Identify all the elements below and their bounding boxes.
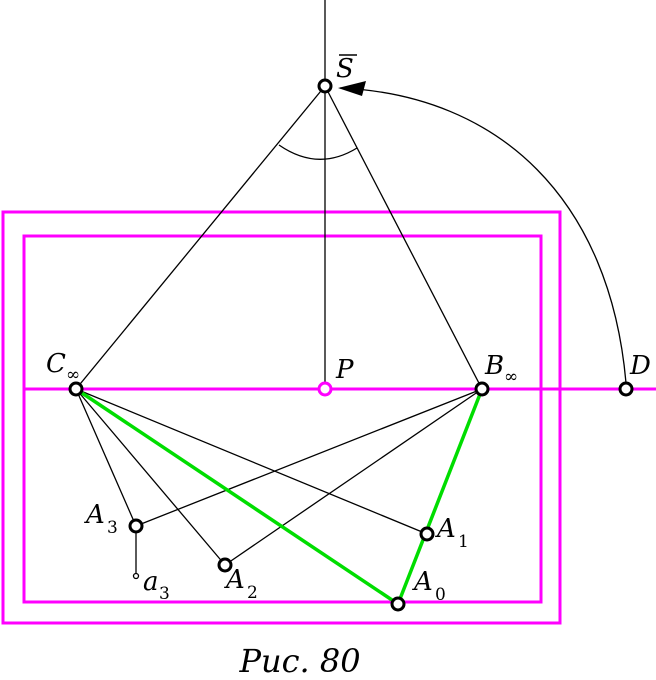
- label-a0-sub: 0: [435, 585, 446, 605]
- ray-s-b: [324, 85, 483, 390]
- label-a2: A: [224, 565, 245, 595]
- label-b: B: [484, 351, 504, 381]
- label-b-sub: ∞: [504, 367, 518, 387]
- angle-arc: [278, 144, 358, 160]
- label-a3-sub: 3: [107, 518, 118, 538]
- label-a2-sub: 2: [247, 583, 258, 603]
- rotation-arc: [339, 87, 627, 384]
- line-c-a3: [75, 388, 137, 527]
- label-c-sub: ∞: [66, 365, 80, 385]
- inner-frame: [22, 234, 543, 604]
- line-c-a1: [75, 388, 428, 535]
- label-a1: A: [435, 514, 456, 544]
- point-a1: [419, 526, 435, 542]
- point-b: [474, 381, 490, 397]
- label-s: S: [336, 54, 354, 84]
- point-c: [68, 381, 84, 397]
- label-a3-small-sub: 3: [159, 584, 170, 604]
- line-c-a2: [75, 388, 226, 566]
- point-d: [618, 381, 634, 397]
- label-a3-small: a: [143, 567, 159, 597]
- green-line-b-a0: [396, 388, 484, 605]
- label-a3: A: [84, 500, 105, 530]
- label-d: D: [629, 351, 651, 381]
- outer-frame: [1, 210, 562, 625]
- point-p: [317, 381, 333, 397]
- point-s: [317, 78, 333, 94]
- arrow-head: [338, 81, 366, 96]
- ray-s-c: [75, 85, 326, 390]
- label-p: P: [335, 355, 354, 385]
- green-line-c-a0: [75, 387, 399, 606]
- line-b-a3: [135, 388, 483, 527]
- label-a1-sub: 1: [458, 532, 469, 552]
- point-a3: [128, 518, 144, 534]
- point-a2: [217, 557, 233, 573]
- point-a3-small: [132, 572, 140, 580]
- label-a0: A: [412, 567, 433, 597]
- figure-caption: Рис. 80: [238, 642, 360, 680]
- point-a0: [390, 596, 406, 612]
- label-c: C: [46, 349, 66, 379]
- line-b-a2: [224, 388, 483, 566]
